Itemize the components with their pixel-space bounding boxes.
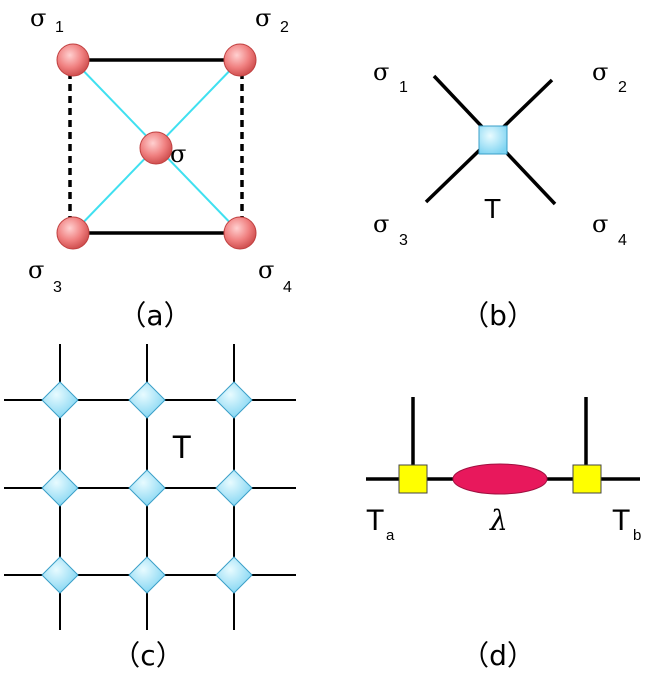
label-sigma-4: σ: [258, 256, 274, 284]
lattice-tensor: [128, 469, 166, 507]
label-sigma-4-sub: 4: [618, 232, 627, 249]
lattice-tensor: [215, 469, 253, 507]
label-sigma-4-sub: 4: [283, 279, 292, 296]
node-sigma-center: [139, 131, 173, 165]
panel-d: T a λ T b （d）: [366, 397, 641, 672]
lattice-tensor: [128, 381, 166, 419]
label-sigma-4: σ: [592, 210, 608, 238]
node-sigma-1: [56, 43, 90, 77]
node-sigma-3: [56, 216, 90, 250]
label-sigma-3-sub: 3: [399, 232, 408, 249]
node-sigma-4: [223, 216, 257, 250]
label-sigma-3-sub: 3: [53, 279, 62, 296]
label-ta-sub: a: [386, 527, 395, 544]
lattice-tensor: [215, 381, 253, 419]
caption-d: （d）: [461, 639, 535, 672]
lattice-tensor: [41, 556, 79, 594]
label-tb: T: [612, 504, 630, 537]
caption-b: （b）: [461, 299, 535, 332]
label-sigma-center: σ: [170, 140, 186, 168]
node-sigma-2: [223, 43, 257, 77]
lattice-tensor: [41, 469, 79, 507]
label-tb-sub: b: [633, 527, 641, 544]
tensor-node-t: [478, 125, 508, 155]
lattice-tensor: [128, 556, 166, 594]
caption-a: （a）: [118, 299, 191, 332]
panel-c: T （c）: [4, 344, 296, 672]
lattice-label-t: T: [172, 429, 192, 465]
label-sigma-1: σ: [373, 58, 389, 86]
label-sigma-2: σ: [255, 4, 271, 32]
label-sigma-2-sub: 2: [280, 19, 289, 36]
tensor-node-ta: [398, 464, 428, 494]
label-ta: T: [366, 504, 384, 537]
label-sigma-1-sub: 1: [55, 19, 64, 36]
lattice-tensor: [215, 556, 253, 594]
panel-a: σ 1 σ 2 σ σ 3 σ 4 （a）: [28, 4, 292, 332]
label-sigma-3: σ: [28, 256, 44, 284]
tensor-node-tb: [572, 464, 602, 494]
label-sigma-1: σ: [30, 4, 46, 32]
label-sigma-2-sub: 2: [618, 79, 627, 96]
lattice-tensor: [41, 381, 79, 419]
label-sigma-3: σ: [373, 210, 389, 238]
label-lambda: λ: [489, 504, 508, 537]
tensor-label-t: T: [484, 193, 501, 224]
panel-b: T σ 1 σ 2 σ 3 σ 4 （b）: [373, 58, 627, 332]
label-sigma-1-sub: 1: [399, 79, 408, 96]
caption-c: （c）: [112, 639, 183, 672]
label-sigma-2: σ: [592, 58, 608, 86]
lambda-bond-matrix: [452, 463, 548, 495]
